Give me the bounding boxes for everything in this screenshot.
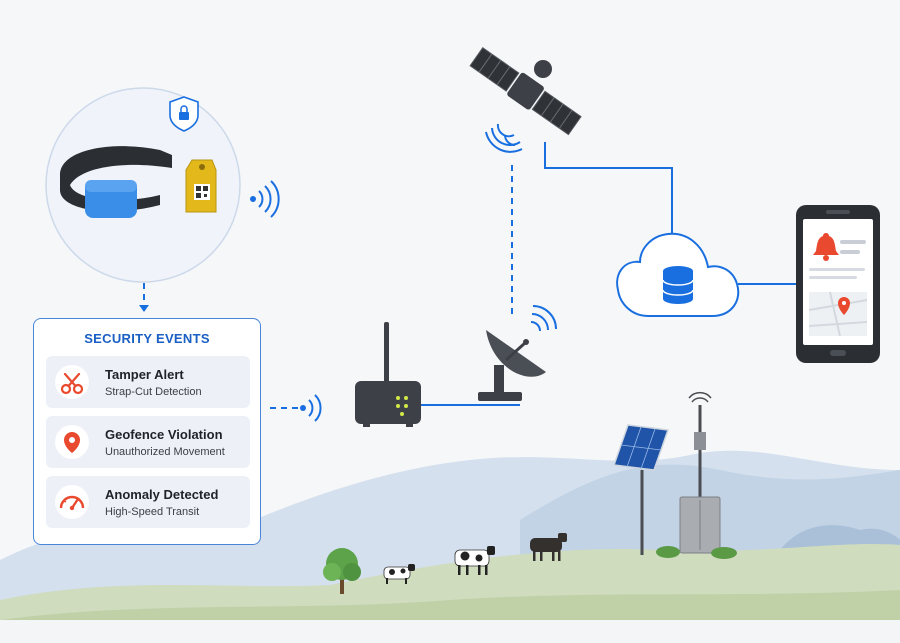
panel-title: SECURITY EVENTS [84, 331, 210, 346]
collar-group [45, 87, 280, 283]
event-title: Geofence Violation [105, 427, 223, 442]
satellite-dish-icon [478, 305, 557, 401]
wireless-signal-icon [250, 180, 280, 218]
event-title: Anomaly Detected [105, 487, 219, 502]
ground-strip [0, 620, 900, 643]
event-card-tamper: Tamper Alert Strap-Cut Detection [46, 356, 250, 408]
cow-icon [383, 564, 415, 584]
map-pin-icon [55, 425, 89, 459]
satellite-to-cloud-link [544, 142, 673, 236]
event-card-anomaly: Anomaly Detected High-Speed Transit [46, 476, 250, 528]
cloud-database-icon [616, 232, 740, 317]
cow-icon [530, 533, 567, 561]
tree-icon [323, 548, 361, 594]
event-subtitle: Strap-Cut Detection [105, 386, 202, 398]
event-subtitle: Unauthorized Movement [105, 446, 225, 458]
event-subtitle: High-Speed Transit [105, 506, 200, 518]
collar-icon [60, 146, 172, 218]
smartphone-alert-icon [796, 205, 880, 363]
shield-lock-icon [169, 96, 199, 132]
speedometer-icon [55, 485, 89, 519]
security-events-panel: SECURITY EVENTS Tamper Alert Strap-Cut D… [33, 318, 261, 545]
connections [139, 142, 798, 409]
cow-icon [454, 546, 495, 575]
event-title: Tamper Alert [105, 367, 184, 382]
scissors-icon [55, 365, 89, 399]
wireless-signal-icon [300, 394, 322, 422]
event-card-geofence: Geofence Violation Unauthorized Movement [46, 416, 250, 468]
gateway-router-icon [355, 322, 421, 427]
ear-tag-icon [185, 159, 217, 213]
landscape [0, 450, 900, 643]
solar-tower-icon [612, 391, 737, 559]
satellite-icon [469, 47, 582, 153]
